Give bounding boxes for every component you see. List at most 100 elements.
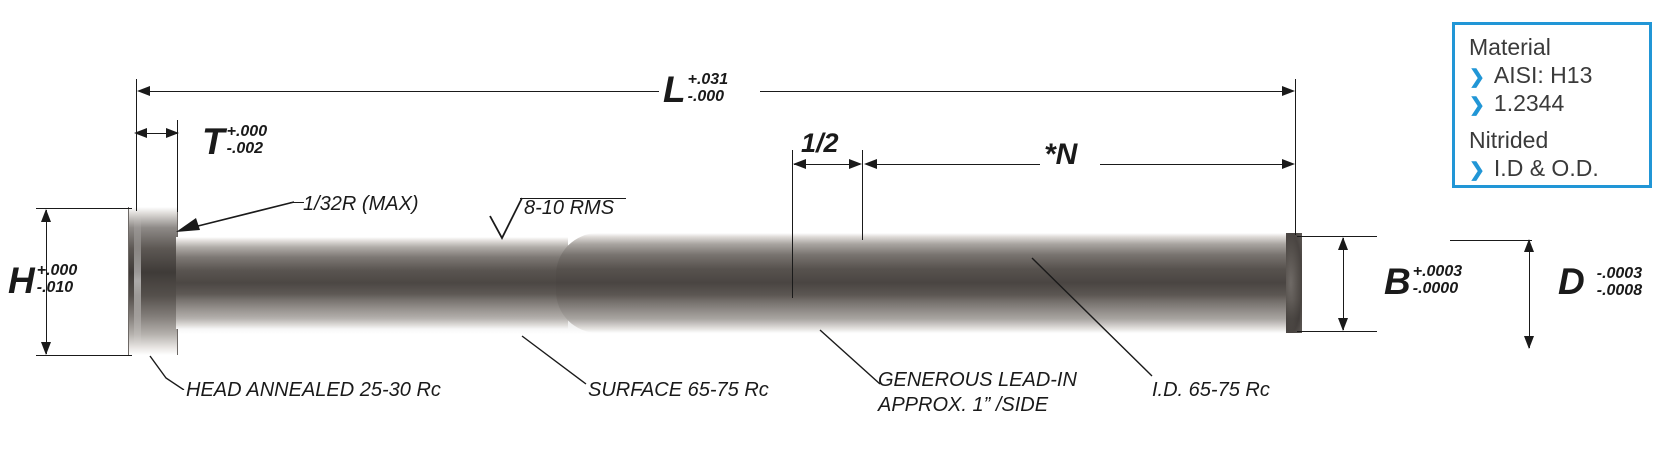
- dimension-label-b: B +.0003 -.0000: [1384, 263, 1462, 300]
- lead-in-leader: [818, 328, 884, 386]
- dimension-label-n: *N: [1044, 138, 1078, 171]
- chevron-right-icon: ❯: [1469, 160, 1485, 182]
- callout-lead-in-line1: GENEROUS LEAD-IN: [878, 369, 1077, 391]
- pin-end-face: [1286, 233, 1302, 333]
- surface-finish-shelf: [520, 198, 626, 199]
- b-arrow-up: [1338, 237, 1348, 250]
- n-dimension-line-right: [1100, 164, 1282, 165]
- material-item-0: ❯ AISI: H13: [1469, 61, 1635, 89]
- dimension-tolerance-h: +.000 -.010: [36, 262, 78, 297]
- dimension-tolerance-t: +.000 -.002: [226, 123, 268, 158]
- pin-head-highlight: [134, 216, 141, 346]
- chevron-right-icon: ❯: [1469, 95, 1485, 117]
- tolerance-lower-b: -.0000: [1412, 279, 1459, 297]
- tolerance-lower-h: -.010: [36, 278, 74, 296]
- surface-hardness-leader: [520, 334, 590, 386]
- tolerance-lower-l: -.000: [687, 87, 725, 105]
- dimension-label-l: L +.031 -.000: [663, 71, 728, 108]
- b-extension-bottom: [1297, 331, 1377, 332]
- b-dimension-line: [1343, 238, 1344, 330]
- d-arrow-down: [1524, 336, 1534, 349]
- half-extension-right: [862, 150, 863, 240]
- n-arrow-right: [1282, 159, 1295, 169]
- t-arrow-left: [134, 128, 147, 138]
- h-extension-bottom: [36, 355, 132, 356]
- treatment-heading: Nitrided: [1469, 127, 1549, 154]
- dimension-letter-b: B: [1384, 261, 1411, 302]
- dimension-label-h: H +.000 -.010: [8, 262, 77, 299]
- tolerance-upper-l: +.031: [687, 71, 729, 88]
- half-arrow-right: [849, 159, 862, 169]
- head-hardness-leader-svg: [149, 355, 185, 391]
- l-dimension-line-right: [760, 91, 1282, 92]
- b-arrow-down: [1338, 318, 1348, 331]
- treatment-item-0: ❯ I.D & O.D.: [1469, 154, 1635, 182]
- pin-shank: [176, 237, 568, 329]
- half-dimension-line: [794, 164, 860, 165]
- d-extension-top: [1450, 240, 1532, 241]
- d-dimension-line: [1529, 240, 1530, 348]
- corner-radius-shelf: [290, 202, 304, 203]
- half-arrow-left: [793, 159, 806, 169]
- tolerance-upper-t: +.000: [226, 123, 268, 140]
- tolerance-upper-h: +.000: [36, 262, 78, 279]
- material-box-spacer: [1469, 117, 1635, 126]
- tolerance-lower-t: -.002: [226, 139, 264, 157]
- callout-corner-radius: 1/32R (MAX): [303, 193, 419, 215]
- n-dimension-line-left: [875, 164, 1040, 165]
- dimension-label-d: D -.0003 -.0008: [1558, 263, 1642, 300]
- l-arrow-right: [1282, 86, 1295, 96]
- chevron-right-icon: ❯: [1469, 67, 1485, 89]
- callout-lead-in-line2: APPROX. 1” /SIDE: [878, 394, 1049, 416]
- dimension-label-half: 1/2: [801, 128, 839, 158]
- corner-radius-leader-svg: [176, 201, 295, 232]
- dimension-letter-t: T: [202, 121, 225, 162]
- callout-id-hardness: I.D. 65-75 Rc: [1152, 379, 1270, 401]
- pin-contact-shadow: [176, 300, 1300, 334]
- l-arrow-left: [137, 86, 150, 96]
- material-heading: Material: [1469, 34, 1551, 60]
- tolerance-upper-b: +.0003: [1412, 263, 1463, 280]
- dimension-tolerance-b: +.0003 -.0000: [1412, 263, 1463, 298]
- surface-finish-symbol: [488, 196, 534, 240]
- surface-hardness-leader-svg: [521, 335, 587, 385]
- half-extension-left: [792, 150, 793, 298]
- pin-main-body: [556, 233, 1300, 333]
- dimension-letter-h: H: [8, 260, 35, 301]
- dimension-tolerance-d: -.0003 -.0008: [1596, 265, 1643, 300]
- dimension-label-t: T +.000 -.002: [202, 123, 267, 160]
- h-arrow-up: [41, 209, 51, 222]
- l-extension-right: [1295, 79, 1296, 235]
- callout-surface-hardness: SURFACE 65-75 Rc: [588, 379, 769, 401]
- tolerance-upper-d: -.0003: [1596, 265, 1643, 282]
- dimension-tolerance-l: +.031 -.000: [687, 71, 729, 106]
- d-arrow-up: [1524, 239, 1534, 252]
- material-item-0-label: AISI: H13: [1493, 62, 1593, 89]
- treatment-item-0-label: I.D & O.D.: [1493, 155, 1599, 182]
- h-arrow-down: [41, 342, 51, 355]
- h-dimension-line: [46, 210, 47, 354]
- callout-lead-in: GENEROUS LEAD-IN APPROX. 1” /SIDE: [878, 368, 1077, 418]
- id-hardness-leader: [1030, 256, 1156, 378]
- t-extension-right: [177, 120, 178, 212]
- b-extension-top: [1297, 236, 1377, 237]
- material-callout-box: Material ❯ AISI: H13 ❯ 1.2344 Nitrided ❯…: [1452, 22, 1652, 188]
- t-arrow-right: [166, 128, 179, 138]
- id-hardness-leader-svg: [1031, 257, 1153, 377]
- corner-radius-leader: [176, 196, 296, 232]
- l-dimension-line-left: [149, 91, 659, 92]
- tolerance-lower-d: -.0008: [1596, 281, 1643, 299]
- l-extension-left: [136, 79, 137, 211]
- n-arrow-left: [864, 159, 877, 169]
- material-item-1: ❯ 1.2344: [1469, 89, 1635, 117]
- head-hardness-leader: [138, 352, 198, 391]
- callout-head-hardness: HEAD ANNEALED 25-30 Rc: [186, 379, 441, 401]
- lead-in-leader-svg: [819, 329, 881, 385]
- surface-finish-check-svg: [489, 197, 523, 240]
- t-dimension-line: [137, 133, 177, 134]
- material-item-1-label: 1.2344: [1493, 90, 1565, 117]
- callout-surface-finish: 8-10 RMS: [524, 197, 615, 219]
- h-extension-top: [36, 208, 132, 209]
- dimension-letter-d: D: [1558, 261, 1585, 302]
